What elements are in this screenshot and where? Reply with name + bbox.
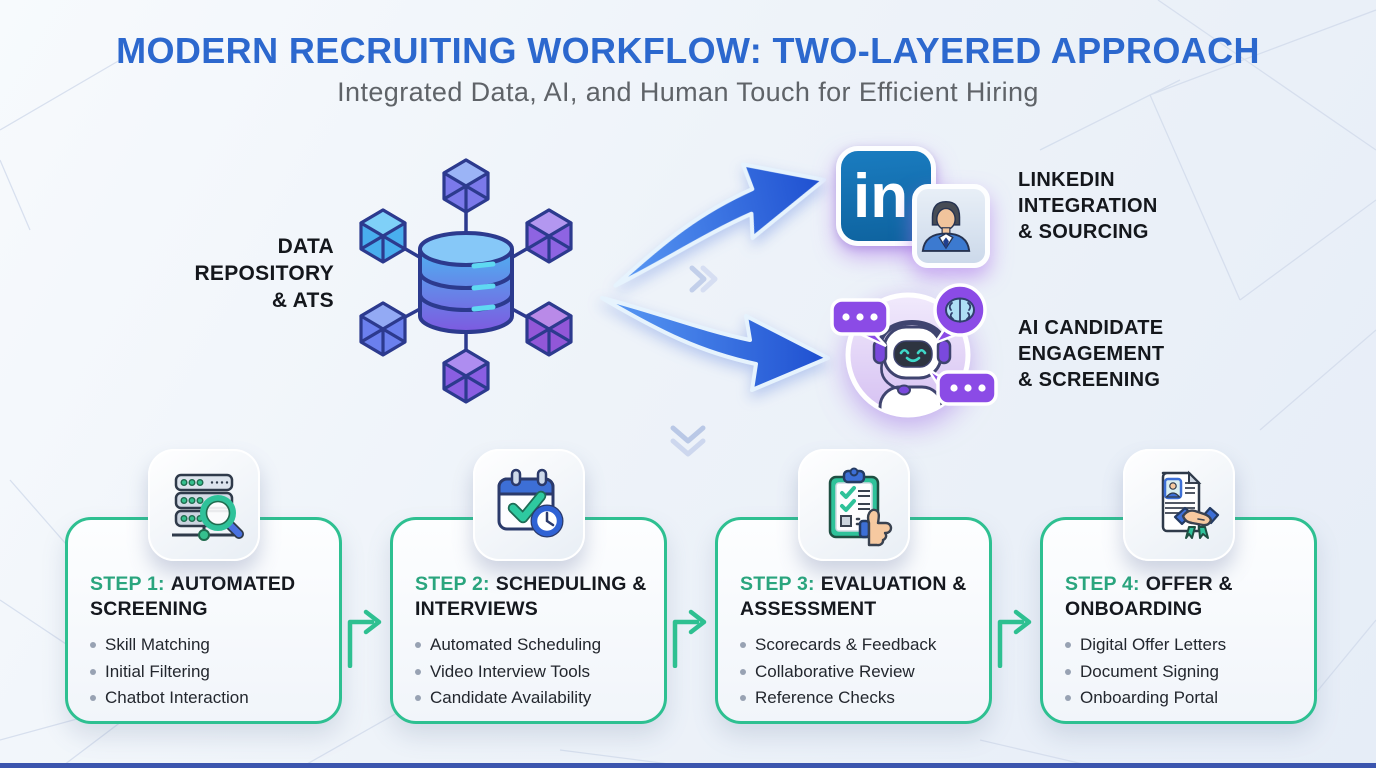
bullet-dot (1065, 642, 1071, 648)
speech-bubble-icon (830, 298, 890, 348)
step-heading: STEP 2:SCHEDULING & INTERVIEWS (415, 572, 650, 622)
server-search-icon (147, 449, 260, 561)
step-title: AUTOMATED SCREENING (90, 573, 296, 620)
list-item: Reference Checks (740, 685, 975, 712)
list-item: Video Interview Tools (415, 659, 650, 686)
step-number-label: STEP 4: (1065, 573, 1140, 595)
bullet-dot (90, 695, 96, 701)
hub-label-line: & ATS (271, 289, 334, 312)
step-card-4: STEP 4:OFFER & ONBOARDING Digital Offer … (1040, 449, 1317, 724)
page-subtitle: Integrated Data, AI, and Human Touch for… (337, 77, 1039, 107)
candidate-avatar (912, 184, 990, 268)
step-items: Skill Matching Initial Filtering Chatbot… (90, 632, 325, 712)
bullet-dot (415, 642, 421, 648)
branch-arrow-down-icon (600, 296, 830, 392)
speech-bubble-icon (926, 367, 998, 406)
step-number-label: STEP 2: (415, 573, 490, 595)
page-title: MODERN RECRUITING WORKFLOW: TWO-LAYERED … (116, 30, 1260, 71)
bullet-dot (740, 668, 746, 675)
offer-document-handshake-icon (1122, 449, 1235, 561)
step-items: Automated Scheduling Video Interview Too… (415, 632, 650, 712)
step-title: SCHEDULING & INTERVIEWS (415, 573, 647, 620)
database-network-icon (359, 158, 573, 404)
list-item: Automated Scheduling (415, 632, 650, 659)
bullet-dot (415, 695, 421, 701)
chevron-right-icon (689, 265, 718, 293)
list-item: Skill Matching (90, 632, 325, 659)
clipboard-checklist-thumbsup-icon (797, 449, 910, 561)
bullet-dot (1065, 695, 1071, 701)
step-items: Scorecards & Feedback Collaborative Revi… (740, 632, 975, 712)
list-item: Document Signing (1065, 659, 1300, 686)
bullet-dot (740, 695, 746, 701)
step-connector-arrow-icon (347, 609, 382, 668)
hub-label-line: REPOSITORY (194, 262, 334, 285)
chevron-down-icon (670, 425, 706, 457)
step-heading: STEP 1:AUTOMATED SCREENING (90, 572, 325, 622)
list-item: Digital Offer Letters (1065, 632, 1300, 659)
list-item: Scorecards & Feedback (740, 632, 975, 659)
step-title: EVALUATION & ASSESSMENT (740, 573, 967, 620)
bullet-dot (740, 642, 746, 648)
ai-chatbot-icon (830, 283, 998, 418)
calendar-check-clock-icon (472, 449, 585, 561)
list-item: Collaborative Review (740, 659, 975, 686)
step-card-1: STEP 1:AUTOMATED SCREENING Skill Matchin… (65, 449, 342, 724)
step-items: Digital Offer Letters Document Signing O… (1065, 632, 1300, 712)
step-card-2: STEP 2:SCHEDULING & INTERVIEWS Automated… (390, 449, 667, 724)
bullet-dot (90, 668, 96, 675)
ai-branch-label: AI CANDIDATE ENGAGEMENT & SCREENING (1018, 317, 1165, 391)
branch-arrow-up-icon (613, 162, 826, 288)
step-card-3: STEP 3:EVALUATION & ASSESSMENT Scorecard… (715, 449, 992, 724)
step-heading: STEP 3:EVALUATION & ASSESSMENT (740, 572, 975, 622)
brain-bubble-icon (931, 283, 987, 346)
hub-label-line: DATA (277, 235, 334, 258)
step-connector-arrow-icon (997, 609, 1032, 668)
list-item: Chatbot Interaction (90, 685, 325, 712)
bullet-dot (90, 642, 96, 648)
step-connector-arrow-icon (672, 609, 707, 668)
list-item: Candidate Availability (415, 685, 650, 712)
list-item: Onboarding Portal (1065, 685, 1300, 712)
step-number-label: STEP 3: (740, 573, 815, 595)
linkedin-branch-label: LINKEDIN INTEGRATION & SOURCING (1018, 169, 1158, 243)
hub-label: DATA REPOSITORY & ATS (148, 233, 334, 314)
linkedin-profile-icon: in (836, 146, 996, 270)
step-number-label: STEP 1: (90, 573, 165, 595)
list-item: Initial Filtering (90, 659, 325, 686)
step-title: OFFER & ONBOARDING (1065, 573, 1233, 620)
step-heading: STEP 4:OFFER & ONBOARDING (1065, 572, 1300, 622)
bottom-accent-bar (0, 763, 1376, 768)
bullet-dot (1065, 668, 1071, 675)
bullet-dot (415, 668, 421, 675)
